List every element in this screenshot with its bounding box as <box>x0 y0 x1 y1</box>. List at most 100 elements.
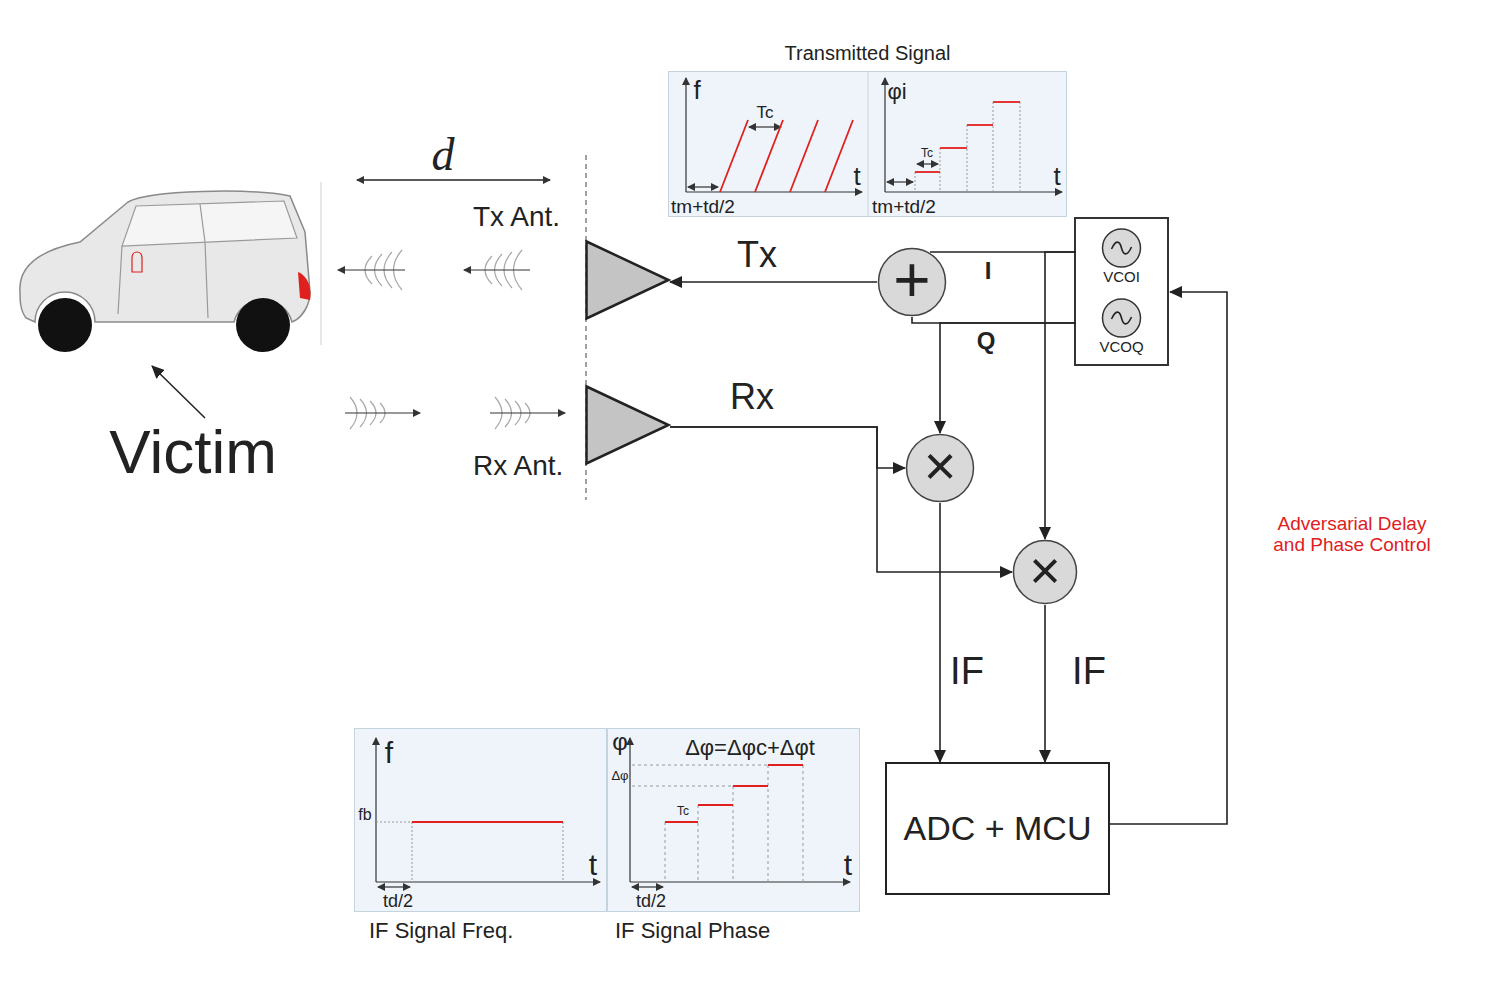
wave-arrow <box>490 412 565 413</box>
step <box>665 821 698 823</box>
rx-antenna-amplifier: Rx Ant. <box>585 385 670 465</box>
tx-antenna-amplifier: Tx Ant. <box>585 240 670 320</box>
y-axis <box>685 78 686 192</box>
x-axis <box>686 191 862 192</box>
diagram-label: td/2 <box>383 892 413 912</box>
signal-name: Rx <box>730 377 774 417</box>
diagram-label: Tc <box>757 104 774 123</box>
car-taillight <box>298 272 311 300</box>
wave-arrow <box>464 269 530 270</box>
step <box>768 764 803 766</box>
guide <box>967 125 968 192</box>
panel-fill <box>668 71 1067 217</box>
diagram-label: tm+td/2 <box>671 197 735 218</box>
signal-wire <box>1044 605 1046 762</box>
x-axis <box>630 881 850 882</box>
guide <box>1020 102 1021 192</box>
step <box>967 124 993 126</box>
antenna-label: Rx Ant. <box>473 451 563 482</box>
panel-fill <box>607 728 860 912</box>
period-arrow <box>749 126 781 127</box>
diagram-label: fb <box>358 806 371 824</box>
guide <box>768 765 769 882</box>
diagram-label: tm+td/2 <box>872 197 936 218</box>
if-freq-axes <box>376 738 600 887</box>
delay-arrow <box>632 886 663 887</box>
guide <box>803 765 804 882</box>
delay-arrow <box>378 886 410 887</box>
y-axis <box>884 78 885 192</box>
signal-name: Tx <box>737 235 777 275</box>
mixer-circle: × <box>1012 539 1078 605</box>
diagram-label: td/2 <box>636 892 666 912</box>
diagram-label: t <box>589 848 597 881</box>
victim-car <box>20 191 311 352</box>
panel-caption: IF Signal Freq. <box>369 919 513 943</box>
node-label: VCOI <box>1076 269 1167 286</box>
tx-phase-axes <box>885 78 1062 192</box>
node-label: × <box>924 438 957 494</box>
diagram-label: Victim <box>109 418 277 486</box>
signal-wire <box>1045 252 1076 539</box>
node-label: VCOQ <box>1076 339 1167 356</box>
delay-arrow <box>887 181 913 182</box>
step <box>915 171 940 173</box>
period-arrow <box>917 163 938 164</box>
diagram-label: Tc <box>921 147 933 160</box>
x-axis <box>885 191 1062 192</box>
signal-wire <box>670 281 877 283</box>
diagram-label: Δφ <box>611 769 628 783</box>
signal-name: IF <box>1072 651 1106 693</box>
guide <box>412 822 413 882</box>
diagram-label: t <box>853 162 860 191</box>
tx-antenna-amplifier-outline <box>585 240 670 320</box>
oscillator-circle <box>1103 299 1141 337</box>
diagram-label: f <box>693 76 700 105</box>
step <box>733 785 768 787</box>
panel-caption: Transmitted Signal <box>669 42 1066 64</box>
guide <box>376 822 412 823</box>
panel-fill <box>354 728 607 912</box>
vco-oscillator: VCOI <box>1076 226 1167 290</box>
diagram-label: d <box>432 130 455 181</box>
phase-guides <box>632 765 803 882</box>
circle-outline <box>879 249 946 316</box>
node-label: × <box>1029 543 1061 597</box>
ramp <box>825 120 853 192</box>
diagram-label: t <box>1053 162 1060 191</box>
feedback-wire <box>1110 292 1227 824</box>
rx-antenna-amplifier-outline <box>585 385 670 465</box>
node-label: + <box>893 248 930 312</box>
guide <box>665 822 666 882</box>
car-wheel <box>236 298 290 352</box>
diagram-label: φi <box>887 80 906 104</box>
if-phase-steps <box>665 765 803 822</box>
guide <box>915 172 916 192</box>
phase-steps <box>915 102 1020 172</box>
signal-wire <box>912 317 1076 323</box>
signal-name: IF <box>950 651 984 693</box>
delay-arrow <box>688 186 718 187</box>
signal-wire <box>670 427 905 468</box>
sine-symbol <box>1112 242 1132 254</box>
car-door-lines <box>118 204 208 318</box>
step <box>993 101 1020 103</box>
adder-circle: + <box>877 247 947 317</box>
oscillator-circle <box>1103 229 1141 267</box>
diagram-label: φ <box>612 729 628 755</box>
if-phase-axes <box>630 738 850 887</box>
step <box>940 147 967 149</box>
guide <box>993 102 994 192</box>
diagram-label: Tc <box>677 805 689 818</box>
vco-oscillator: VCOQ <box>1076 296 1167 360</box>
ramp <box>790 120 818 192</box>
circle-outline <box>907 435 974 502</box>
signal-name: I <box>985 258 992 284</box>
car-driver <box>132 252 142 272</box>
freq-guides <box>376 822 563 882</box>
vco-housing <box>1075 218 1168 365</box>
signal-panel: Transmitted Signal <box>668 71 1067 217</box>
diagram-label: f <box>385 736 393 769</box>
